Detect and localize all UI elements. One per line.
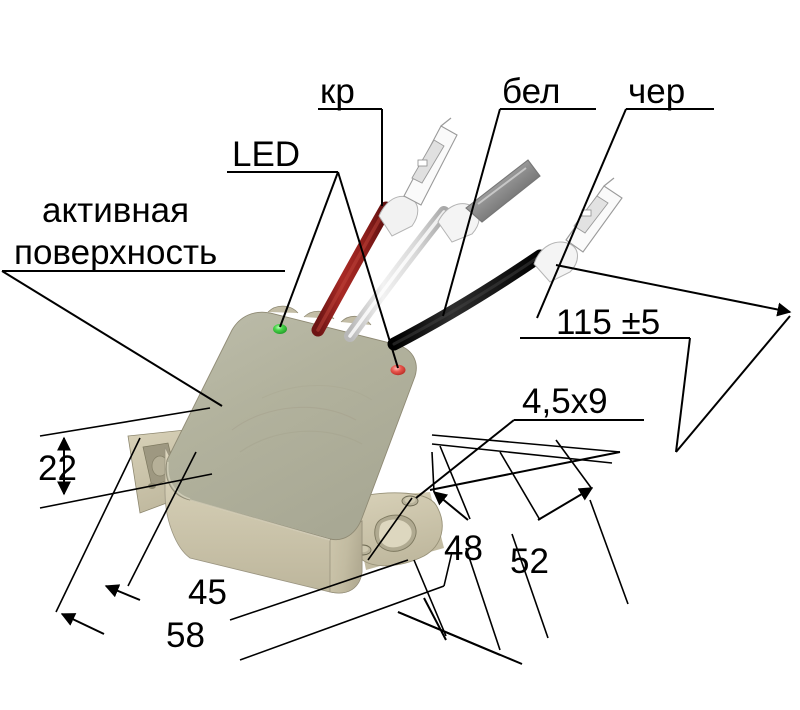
wire-red-label: кр: [320, 72, 355, 111]
wire-harness: [311, 117, 623, 351]
active-surface-label-line1: активная: [42, 191, 189, 230]
dimension-extension-lines: [413, 439, 629, 651]
active-surface-label-line2: поверхность: [14, 233, 217, 272]
dim-line-115: [555, 264, 792, 317]
wire-white-label: бел: [502, 72, 560, 111]
led-green: [273, 324, 287, 334]
wire-white-spade-connector: [465, 159, 541, 223]
dimension-22: 22: [38, 449, 77, 488]
dimension-52: 52: [510, 542, 549, 581]
wire-black-spade-connector: [565, 177, 623, 253]
dim-line-48: [432, 491, 469, 521]
wire-black-label: чер: [628, 72, 685, 111]
dimension-58: 58: [166, 616, 205, 655]
wire-black-terminal-boot: [533, 241, 578, 283]
wire-red-spade-connector: [403, 117, 458, 206]
led-label: LED: [232, 135, 300, 174]
text-layer: активная поверхность LED кр бел чер 115 …: [14, 72, 685, 655]
dimension-115: 115 ±5: [556, 303, 660, 342]
dimension-baselines: [397, 451, 621, 665]
dimension-lines: [39, 264, 792, 661]
dim-line-58-left: [60, 613, 105, 635]
wire-black: [387, 249, 547, 351]
dim-line-52: [537, 487, 594, 521]
dimension-4-5x9: 4,5x9: [522, 382, 608, 421]
dimension-48: 48: [444, 529, 483, 568]
leader-lines: [1, 108, 714, 499]
led-red: [390, 364, 406, 376]
dimension-45: 45: [188, 573, 227, 612]
dim-line-45-left: [104, 584, 141, 601]
